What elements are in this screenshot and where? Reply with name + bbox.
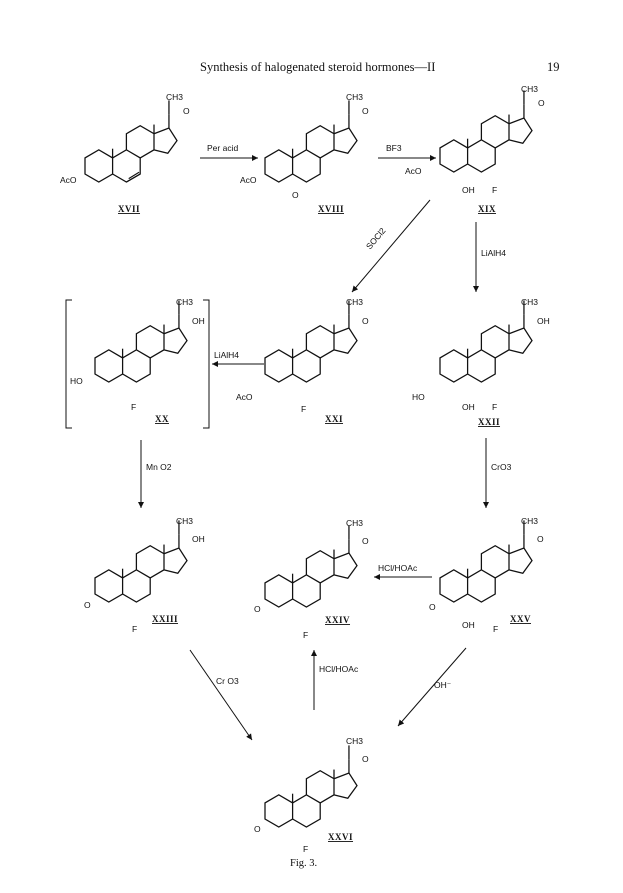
ring-a-substituent: AcO xyxy=(405,166,422,176)
compound-XXVI xyxy=(264,744,358,828)
compound-label: XVII xyxy=(118,204,140,214)
compound-label: XXI xyxy=(325,414,343,424)
page-number: 19 xyxy=(547,60,560,74)
ch3-label: CH3 xyxy=(346,297,363,307)
hydroxyl-label: OH xyxy=(462,402,475,412)
compound-XXI xyxy=(264,299,358,383)
reagent-socl2: SOCl2 xyxy=(364,225,388,251)
svg-text:O: O xyxy=(362,316,369,326)
reagent-mno2: Mn O2 xyxy=(146,462,172,472)
svg-text:O: O xyxy=(537,534,544,544)
ring-a-substituent: AcO xyxy=(60,175,77,185)
compound-label: XXII xyxy=(478,417,500,427)
ring-a-oxo: O xyxy=(84,600,91,610)
ring-a-substituent: AcO xyxy=(236,392,253,402)
compound-label: XIX xyxy=(478,204,496,214)
ch3-label: CH3 xyxy=(521,84,538,94)
reagent-oh-minus: OH⁻ xyxy=(434,680,452,690)
compound-label: XVIII xyxy=(318,204,344,214)
hydroxyl-label: OH xyxy=(462,185,475,195)
svg-text:O: O xyxy=(183,106,190,116)
ring-a-oxo: O xyxy=(254,604,261,614)
ring-a-substituent: AcO xyxy=(240,175,257,185)
reagent-cro3-down: CrO3 xyxy=(491,462,512,472)
compound-XXV xyxy=(439,519,533,603)
svg-text:O: O xyxy=(362,536,369,546)
figure-caption: Fig. 3. xyxy=(290,858,317,869)
compound-label: XXV xyxy=(510,614,531,624)
reagent-hcl-hoac-up: HCl/HOAc xyxy=(319,664,359,674)
ring-a-substituent: HO xyxy=(412,392,425,402)
compound-label: XXVI xyxy=(328,832,353,842)
ch3-label: CH3 xyxy=(346,92,363,102)
fluoro-label: F xyxy=(131,402,136,412)
reagent-per-acid: Per acid xyxy=(207,143,238,153)
svg-text:O: O xyxy=(362,754,369,764)
compound-label: XX xyxy=(155,414,169,424)
compound-XXII xyxy=(439,299,533,383)
epoxide-oxygen: O xyxy=(292,190,299,200)
reagent-cro3-diag: Cr O3 xyxy=(216,676,239,686)
compound-XIX xyxy=(439,89,533,173)
reagent-lialh4-left: LiAlH4 xyxy=(214,350,239,360)
fluoro-label: F xyxy=(492,402,497,412)
reagent-lialh4-down: LiAlH4 xyxy=(481,248,506,258)
side-chain-oh: OH xyxy=(537,316,550,326)
compound-label: XXIV xyxy=(325,615,350,625)
compound-XXIV xyxy=(264,524,358,608)
compound-label: XXIII xyxy=(152,614,178,624)
ch3-label: CH3 xyxy=(346,736,363,746)
ring-a-substituent: HO xyxy=(70,376,83,386)
reagent-hcl-hoac-top: HCl/HOAc xyxy=(378,563,418,573)
running-header-title: Synthesis of halogenated steroid hormone… xyxy=(200,60,436,74)
ch3-label: CH3 xyxy=(176,516,193,526)
ch3-label: CH3 xyxy=(166,92,183,102)
ch3-label: CH3 xyxy=(176,297,193,307)
reagent-bf3: BF3 xyxy=(386,143,402,153)
ch3-label: CH3 xyxy=(346,518,363,528)
fluoro-label: F xyxy=(303,630,308,640)
hydroxyl-label: OH xyxy=(462,620,475,630)
ch3-label: CH3 xyxy=(521,297,538,307)
side-chain-oh: OH xyxy=(192,316,205,326)
svg-text:O: O xyxy=(538,98,545,108)
fluoro-label: F xyxy=(492,185,497,195)
ring-a-oxo: O xyxy=(254,824,261,834)
ring-a-oxo: O xyxy=(429,602,436,612)
compound-XVIII xyxy=(264,99,358,183)
fluoro-label: F xyxy=(132,624,137,634)
compound-XVII xyxy=(84,99,178,183)
svg-text:O: O xyxy=(362,106,369,116)
compound-XXIII xyxy=(94,519,188,603)
ch3-label: CH3 xyxy=(521,516,538,526)
fluoro-label: F xyxy=(301,404,306,414)
fluoro-label: F xyxy=(493,624,498,634)
compound-XX xyxy=(94,299,188,383)
side-chain-oh: OH xyxy=(192,534,205,544)
fluoro-label: F xyxy=(303,844,308,854)
